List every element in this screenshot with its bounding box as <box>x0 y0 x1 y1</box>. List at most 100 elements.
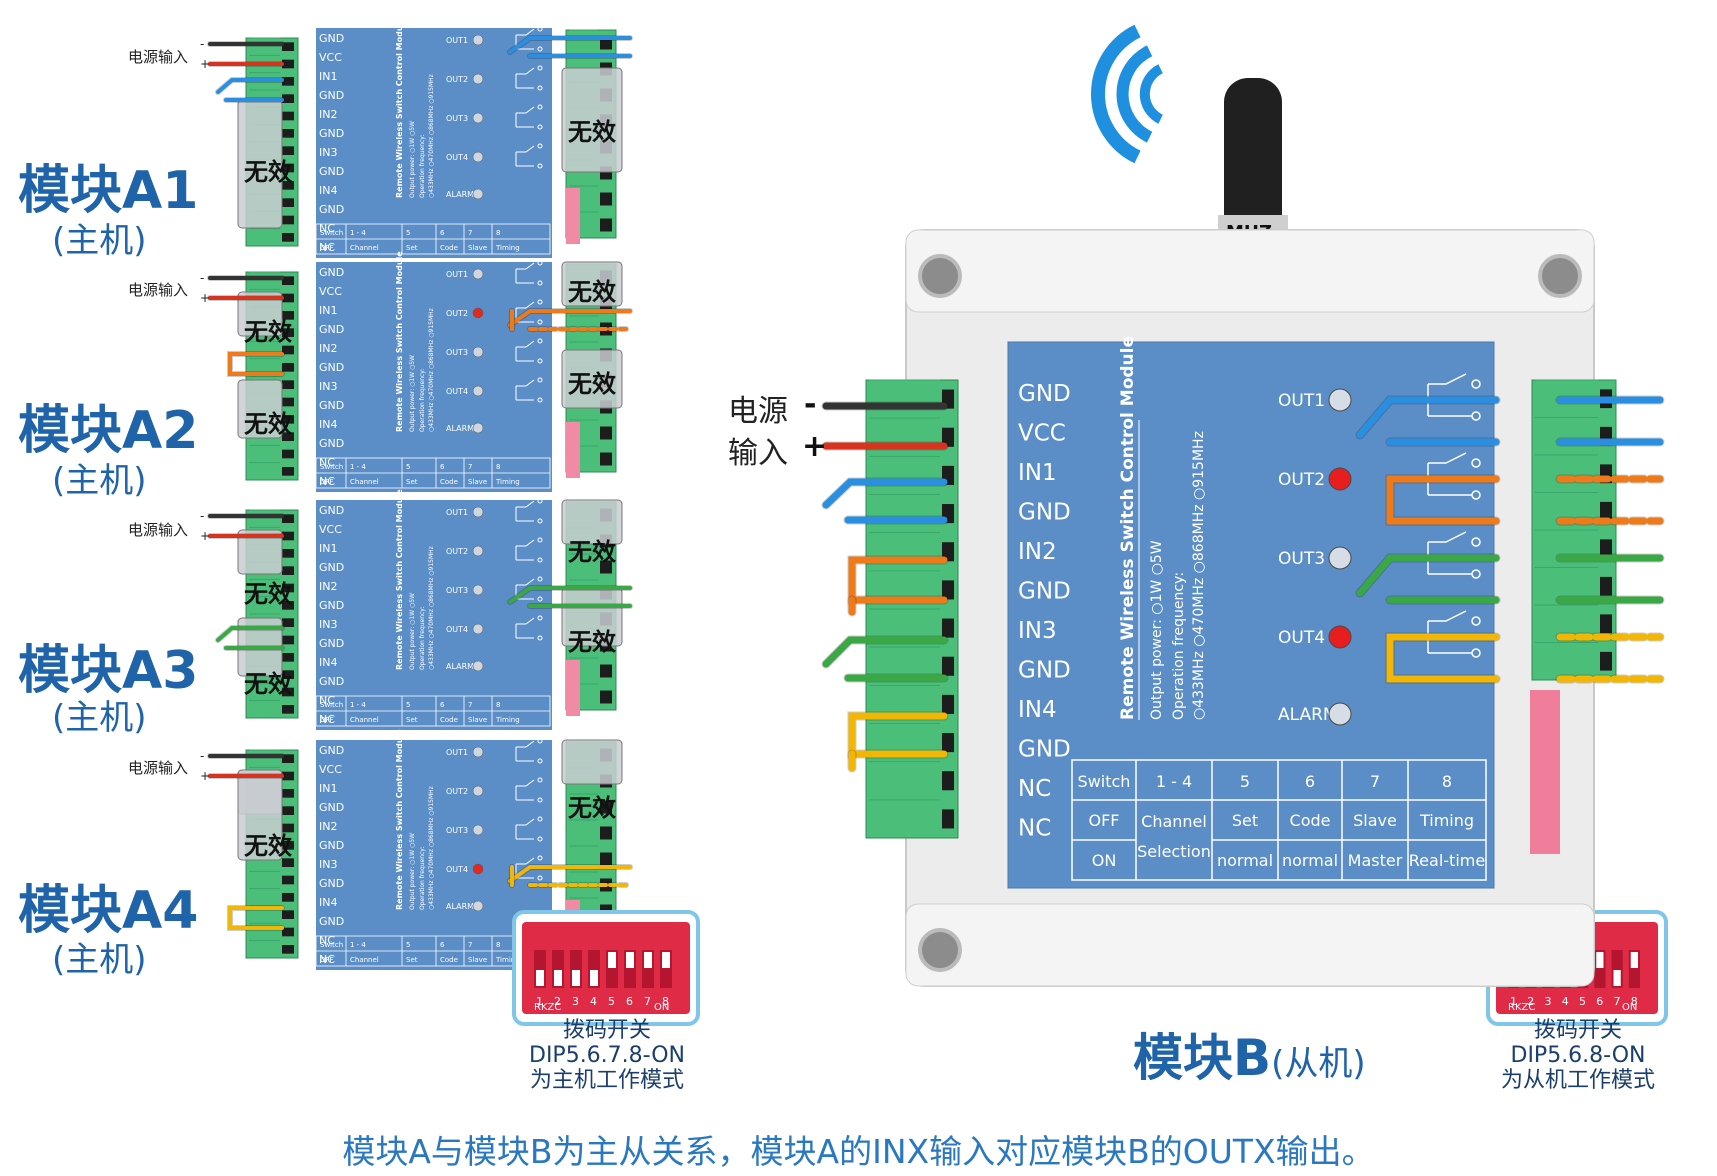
a-pin-label: IN2 <box>319 342 337 355</box>
led-off-icon <box>1328 388 1352 412</box>
a-right-terminal-screw <box>600 192 612 206</box>
a-pin-label: GND <box>319 399 344 412</box>
a-board-title: Remote Wireless Switch Control Module <box>395 251 404 432</box>
relay-contact-icon <box>537 338 543 344</box>
relay-symbol-icon <box>515 539 535 561</box>
a-output-label: OUT3 <box>446 114 468 123</box>
relay-contact-icon <box>1471 379 1481 389</box>
invalid-box <box>237 529 283 575</box>
plus-sign: + <box>200 57 210 71</box>
a-table-cell: Code <box>440 478 458 486</box>
module-a1-role: (主机) <box>52 221 147 261</box>
b-minus-sign: - <box>804 387 816 422</box>
a-table-cell: Slave <box>468 478 487 486</box>
b-output-label: ALARM <box>1278 705 1338 725</box>
dip-switch-off <box>554 970 562 986</box>
dip-switch-off <box>572 970 580 986</box>
relay-contact-icon <box>537 46 543 52</box>
relay-contact-icon <box>537 143 543 149</box>
a-right-terminal-screw <box>600 826 612 840</box>
relay-contact-icon <box>537 875 543 881</box>
a-left-terminal-screw <box>282 635 294 645</box>
a-board-freq-values: ○433MHz ○470MHz ○868MHz ○915MHz <box>428 308 435 432</box>
b-left-terminal-screw <box>942 733 954 753</box>
dip-switch-on <box>662 952 670 968</box>
a-table-header: 5 <box>406 463 410 471</box>
minus-sign: - <box>200 509 204 523</box>
relay-contact-icon <box>537 280 543 286</box>
input-wire-jumper <box>228 906 284 930</box>
b-table-header: 8 <box>1442 772 1452 791</box>
a-output-label: OUT2 <box>446 75 468 84</box>
a-left-terminal-screw <box>282 363 294 372</box>
a-board-title: Remote Wireless Switch Control Module <box>395 17 404 198</box>
input-wire-jumper <box>228 352 284 376</box>
dip-master-caption: 拨码开关 DIP5.6.7.8-ON 为主机工作模式 <box>502 1018 712 1093</box>
module-a3-title: 模块A3 <box>18 641 199 701</box>
b-table-header: Switch <box>1078 772 1131 791</box>
b-table-cell: Selection <box>1137 842 1211 861</box>
a-pin-label: GND <box>319 504 344 517</box>
b-table-cell: Master <box>1348 851 1403 870</box>
a-left-terminal-screw <box>282 415 294 424</box>
relay-contact-icon <box>1471 569 1481 579</box>
b-pin-label: VCC <box>1018 421 1066 447</box>
b-output-wire-jumper <box>1386 633 1500 683</box>
a-left-terminal-screw <box>282 380 294 389</box>
a-left-terminal-screw <box>282 858 294 867</box>
dip-number: 1 <box>1510 995 1517 1008</box>
relay-contact-icon <box>1471 616 1481 626</box>
a-left-terminal-screw <box>282 467 294 476</box>
a-pin-label: GND <box>319 801 344 814</box>
a-left-terminal-screw <box>282 215 294 225</box>
a-table-header: 1 - 4 <box>350 229 366 237</box>
relay-contact-icon <box>537 537 543 543</box>
a-pin-label: IN1 <box>319 304 337 317</box>
b-pin-label: GND <box>1018 500 1071 526</box>
a-right-terminal-screw <box>600 690 612 704</box>
relay-contact-icon <box>537 104 543 110</box>
a-table-cell: Set <box>406 244 418 252</box>
a-dip-edge <box>566 422 580 478</box>
invalid-label: 无效 <box>568 278 616 306</box>
b-left-terminal-screw <box>942 771 954 791</box>
dip-number: 6 <box>1596 995 1603 1008</box>
invalid-box <box>237 291 283 337</box>
dip-master-caption-line: 拨码开关 <box>562 1018 651 1043</box>
a-board-freq: Operation frequency: <box>419 135 426 198</box>
b-pin-label: IN3 <box>1018 618 1057 644</box>
a-output-label: OUT2 <box>446 547 468 556</box>
b-output-wire <box>1356 554 1500 597</box>
relay-contact-icon <box>537 163 543 169</box>
dip-number: 4 <box>590 995 597 1008</box>
relay-contact-icon <box>537 576 543 582</box>
relay-contact-icon <box>537 557 543 563</box>
b-input-wire <box>822 636 948 668</box>
a-output-label: ALARM <box>446 662 474 671</box>
dip-number: 3 <box>572 995 579 1008</box>
dip-switch-off <box>536 970 544 986</box>
a-output-label: OUT1 <box>446 748 468 757</box>
b-right-terminal-screw <box>1600 614 1612 634</box>
dip-number: 7 <box>644 995 651 1008</box>
a-pin-label: GND <box>319 361 344 374</box>
relay-contact-icon <box>537 124 543 130</box>
a-right-terminal-screw <box>600 452 612 466</box>
dip-right-mark: ON <box>1622 1002 1637 1013</box>
a-board <box>316 262 552 492</box>
a-right-terminal-screw <box>600 560 612 574</box>
invalid-label: 无效 <box>568 118 616 146</box>
dip-slot <box>1611 950 1623 988</box>
a-table-header: 8 <box>496 229 500 237</box>
relay-symbol-icon <box>515 106 535 128</box>
b-table-cell: Timing <box>1419 811 1474 830</box>
led-off-icon <box>472 746 484 758</box>
dip-master-caption-line: DIP5.6.7.8-ON <box>529 1043 685 1068</box>
a-pin-label: GND <box>319 675 344 688</box>
a-table-header: 6 <box>440 463 445 471</box>
a-table-header: 7 <box>468 941 472 949</box>
relay-contact-icon <box>1471 490 1481 500</box>
wireless-signal-icon <box>1091 24 1141 164</box>
